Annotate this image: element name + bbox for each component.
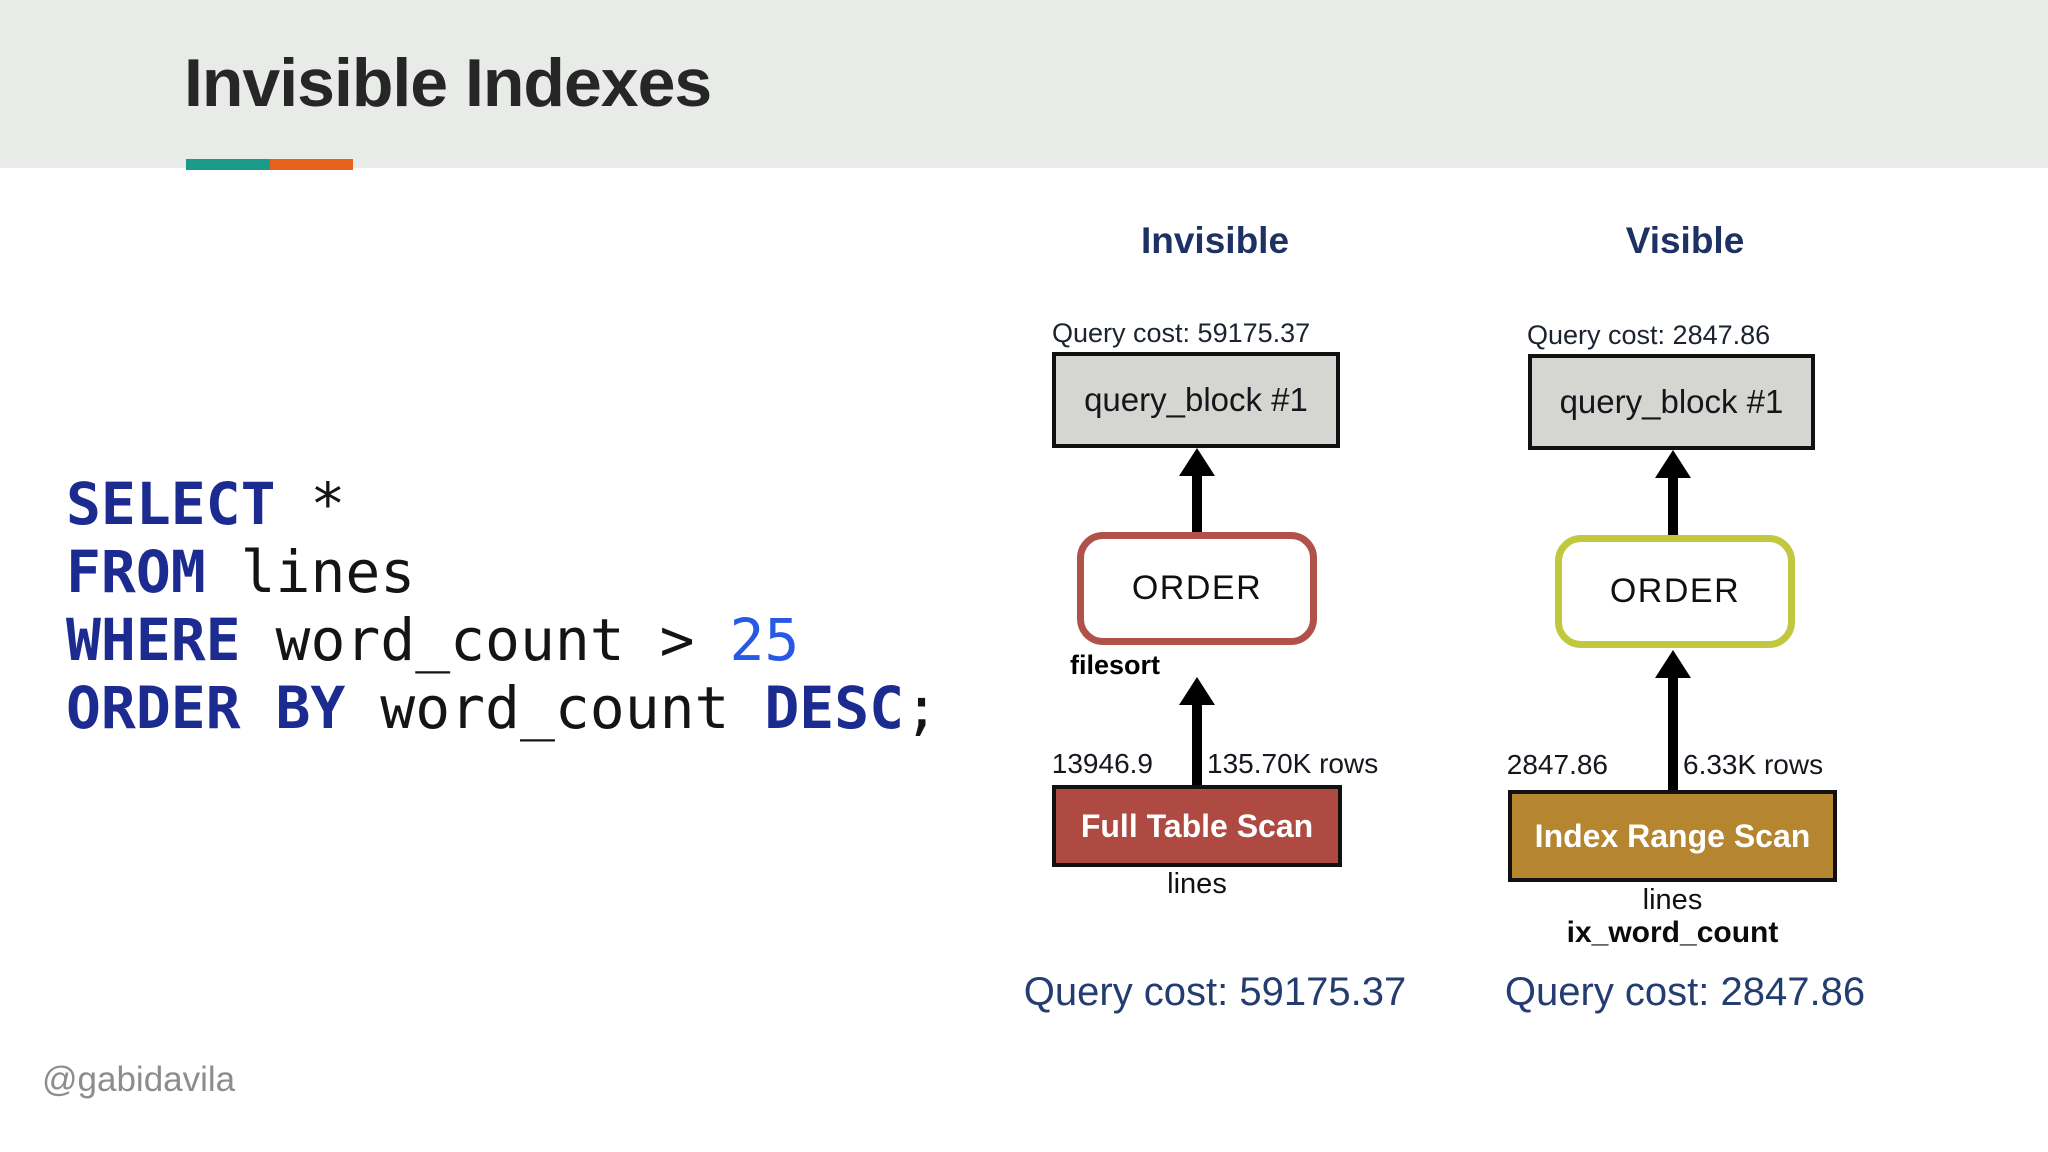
plan-column-invisible: Invisible Query cost: 59175.37 query_blo… xyxy=(1020,218,1410,1023)
column-heading: Invisible xyxy=(1140,220,1290,261)
author-handle: @gabidavila xyxy=(42,1060,236,1099)
edge-cost-label: 2847.86 xyxy=(1506,749,1608,780)
column-heading: Visible xyxy=(1625,220,1745,261)
scan-node: Index Range Scan xyxy=(1508,790,1837,882)
sql-keyword: FROM xyxy=(66,538,206,606)
sql-keyword: ORDER BY xyxy=(66,674,346,742)
query-cost-bottom-label: Query cost: 59175.37 xyxy=(1023,970,1407,1014)
plan-column-visible: Visible Query cost: 2847.86 query_block … xyxy=(1490,218,1880,1023)
sql-keyword: DESC xyxy=(764,674,905,742)
sql-text: word_count xyxy=(345,674,765,742)
table-name-label: lines xyxy=(1167,868,1227,900)
accent-teal-segment xyxy=(186,159,270,170)
query-block-node: query_block #1 xyxy=(1528,354,1815,450)
order-node: ORDER xyxy=(1555,535,1795,648)
arrow-shaft xyxy=(1668,672,1678,790)
title-accent-bar xyxy=(186,159,353,170)
sql-keyword: SELECT xyxy=(66,470,276,538)
sql-keyword: WHERE xyxy=(66,606,241,674)
arrow-up-icon xyxy=(1179,448,1215,532)
sql-line-select: SELECT * xyxy=(66,470,939,538)
arrow-shaft xyxy=(1192,699,1202,785)
order-node: ORDER xyxy=(1077,532,1317,645)
sql-text: word_count > xyxy=(240,606,730,674)
accent-orange-segment xyxy=(269,159,353,170)
sql-line-orderby: ORDER BY word_count DESC; xyxy=(66,674,939,742)
order-note-label: filesort xyxy=(1070,650,1161,680)
arrow-shaft xyxy=(1668,472,1678,535)
sql-text: lines xyxy=(205,538,416,606)
arrow-up-icon xyxy=(1655,450,1691,535)
index-name-label: ix_word_count xyxy=(1566,916,1779,949)
scan-node: Full Table Scan xyxy=(1052,785,1342,867)
query-block-node: query_block #1 xyxy=(1052,352,1340,448)
sql-line-where: WHERE word_count > 25 xyxy=(66,606,939,674)
query-cost-top-label: Query cost: 59175.37 xyxy=(1052,318,1311,348)
sql-query: SELECT * FROM lines WHERE word_count > 2… xyxy=(66,470,939,742)
arrow-up-icon xyxy=(1655,650,1691,790)
sql-text: * xyxy=(275,470,346,538)
page-title: Invisible Indexes xyxy=(184,45,712,121)
slide-header: Invisible Indexes xyxy=(0,0,2048,170)
query-cost-top-label: Query cost: 2847.86 xyxy=(1527,320,1771,350)
table-name-label: lines xyxy=(1642,884,1703,916)
arrow-up-icon xyxy=(1179,677,1215,785)
sql-number: 25 xyxy=(729,606,800,674)
edge-cost-label: 13946.9 xyxy=(1051,748,1153,779)
sql-line-from: FROM lines xyxy=(66,538,939,606)
query-cost-bottom-label: Query cost: 2847.86 xyxy=(1504,970,1866,1014)
edge-rows-label: 135.70K rows xyxy=(1207,748,1379,779)
arrow-shaft xyxy=(1192,470,1202,532)
sql-text: ; xyxy=(904,674,939,742)
edge-rows-label: 6.33K rows xyxy=(1683,749,1824,780)
